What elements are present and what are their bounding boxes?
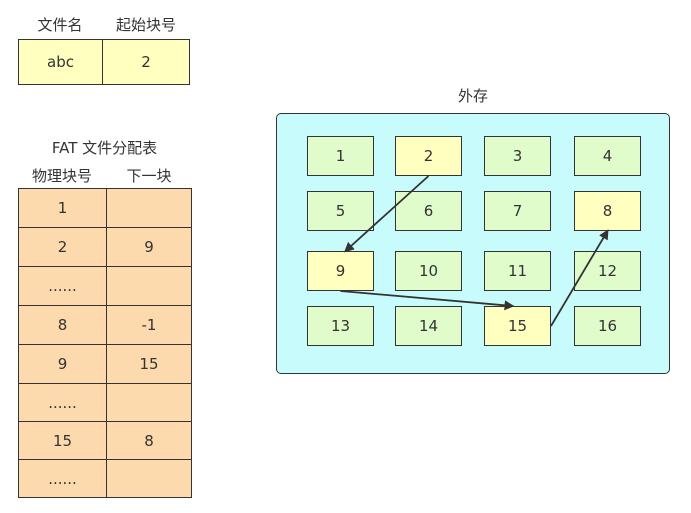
fat-title: FAT 文件分配表 (51, 139, 158, 157)
storage-block: 11 (484, 251, 551, 291)
fat-row-next: 15 (106, 344, 192, 384)
directory-header-start: 起始块号 (115, 16, 176, 34)
storage-block: 6 (395, 191, 462, 231)
storage-block: 8 (574, 191, 641, 231)
directory-start-block: 2 (102, 39, 190, 85)
storage-block: 10 (395, 251, 462, 291)
storage-title: 外存 (457, 87, 488, 105)
fat-row-next: 8 (106, 421, 192, 460)
directory-file-name: abc (18, 39, 103, 85)
storage-block: 9 (307, 251, 374, 291)
storage-block: 4 (574, 136, 641, 176)
fat-row-block: 1 (18, 188, 107, 228)
storage-block: 14 (395, 306, 462, 346)
fat-row-next (106, 266, 192, 306)
fat-row-block: ...... (18, 383, 107, 422)
fat-row-next (106, 383, 192, 422)
storage-block: 12 (574, 251, 641, 291)
storage-block: 16 (574, 306, 641, 346)
fat-row-next (106, 188, 192, 228)
storage-block: 3 (484, 136, 551, 176)
storage-block: 15 (484, 306, 551, 346)
storage-block: 13 (307, 306, 374, 346)
fat-row-block: 15 (18, 421, 107, 460)
fat-row-next (106, 459, 192, 498)
storage-block: 5 (307, 191, 374, 231)
fat-row-next: -1 (106, 305, 192, 345)
fat-header-next: 下一块 (126, 167, 172, 185)
fat-row-block: 9 (18, 344, 107, 384)
storage-block: 1 (307, 136, 374, 176)
fat-header-block: 物理块号 (31, 167, 92, 185)
storage-block: 7 (484, 191, 551, 231)
fat-row-block: ...... (18, 459, 107, 498)
directory-header-name: 文件名 (37, 16, 83, 34)
storage-block: 2 (395, 136, 462, 176)
fat-row-block: 8 (18, 305, 107, 345)
fat-row-block: 2 (18, 227, 107, 267)
fat-row-next: 9 (106, 227, 192, 267)
fat-row-block: ...... (18, 266, 107, 306)
